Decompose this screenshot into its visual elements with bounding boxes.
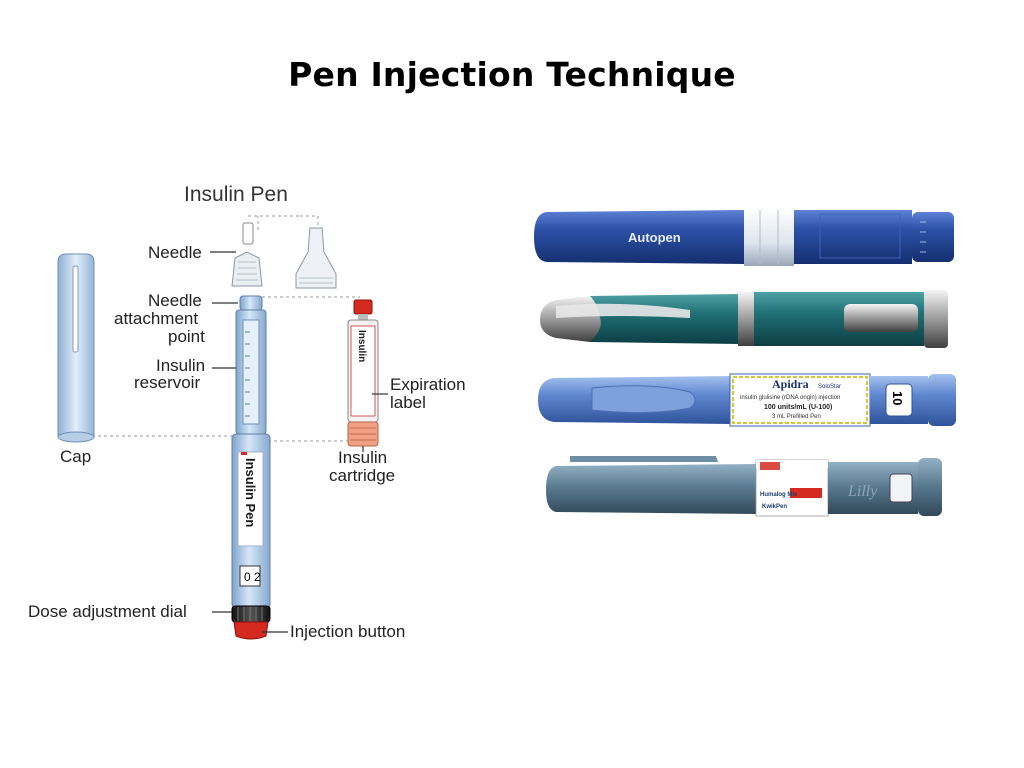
apidra-pen-photo: Apidra SoloStar insulin glulisine (rDNA … bbox=[538, 374, 956, 426]
apidra-sub: SoloStar bbox=[818, 384, 841, 390]
label-expiration-1: Expiration bbox=[390, 375, 466, 394]
pen-reservoir bbox=[236, 296, 266, 434]
dose-window-value: 0 2 bbox=[244, 570, 261, 584]
label-reservoir-2: reservoir bbox=[134, 373, 200, 392]
apidra-line3: 3 mL Prefilled Pen bbox=[772, 414, 821, 420]
kwikpen-label1: Humalog Mix bbox=[760, 492, 798, 498]
apidra-line1: insulin glulisine (rDNA origin) injectio… bbox=[740, 395, 840, 401]
label-injection-button: Injection button bbox=[290, 622, 405, 641]
label-dose-dial: Dose adjustment dial bbox=[28, 602, 187, 621]
autopen-brand: Autopen bbox=[628, 230, 681, 245]
kwikpen-photo: Humalog Mix KwikPen Lilly bbox=[546, 456, 942, 516]
label-cap: Cap bbox=[60, 447, 91, 466]
label-needle: Needle bbox=[148, 243, 202, 262]
injection-button-part bbox=[234, 622, 268, 639]
apidra-brand: Apidra bbox=[772, 377, 809, 391]
autopen-photo: Autopen bbox=[534, 208, 954, 266]
teal-pen-photo bbox=[540, 290, 948, 348]
apidra-dose-window: 10 bbox=[890, 391, 905, 405]
pen-body-label: Insulin Pen bbox=[243, 458, 258, 527]
apidra-line2: 100 units/mL (U-100) bbox=[764, 404, 832, 411]
label-cartridge-2: cartridge bbox=[329, 466, 395, 485]
kwikpen-brand: Lilly bbox=[847, 483, 878, 500]
label-cartridge-1: Insulin bbox=[338, 448, 387, 467]
pen-body: Insulin Pen 0 2 bbox=[232, 434, 270, 608]
insulin-cartridge: Insulin bbox=[348, 300, 378, 446]
pen-cap bbox=[58, 254, 94, 442]
label-expiration-2: label bbox=[390, 393, 426, 412]
label-needle-attachment-2: attachment bbox=[114, 309, 198, 328]
label-needle-attachment-1: Needle bbox=[148, 291, 202, 310]
diagram-title: Insulin Pen bbox=[184, 183, 288, 206]
kwikpen-label2: KwikPen bbox=[762, 504, 787, 510]
outer-needle-cap bbox=[296, 228, 336, 288]
needle-part bbox=[232, 223, 262, 286]
dose-dial-part bbox=[232, 606, 270, 622]
cartridge-label-text: Insulin bbox=[356, 330, 367, 362]
label-needle-attachment-3: point bbox=[168, 327, 205, 346]
